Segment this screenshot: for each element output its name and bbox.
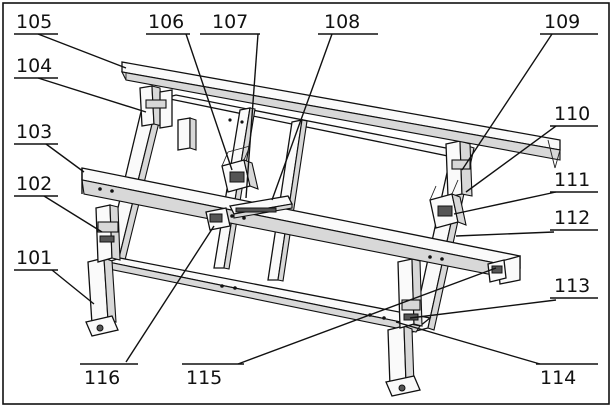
label-105: 105 bbox=[16, 11, 52, 33]
label-101: 101 bbox=[16, 247, 52, 269]
bracket-right-rear bbox=[429, 179, 467, 229]
label-108: 108 bbox=[324, 11, 360, 33]
label-111: 111 bbox=[554, 169, 590, 191]
front-top-beam bbox=[81, 167, 521, 285]
label-102: 102 bbox=[16, 173, 52, 195]
label-104: 104 bbox=[16, 55, 52, 77]
label-107: 107 bbox=[212, 11, 248, 33]
label-106: 106 bbox=[148, 11, 184, 33]
label-109: 109 bbox=[544, 11, 580, 33]
clamp-front bbox=[205, 207, 231, 231]
label-114: 114 bbox=[540, 367, 576, 389]
leg-left-front bbox=[85, 257, 119, 337]
bracket-center-rear bbox=[221, 145, 259, 193]
clamp-right-front bbox=[487, 259, 507, 283]
upright-right-front bbox=[397, 258, 423, 329]
upright-left-rear bbox=[139, 85, 173, 129]
label-113: 113 bbox=[554, 275, 590, 297]
leader-lines bbox=[14, 33, 598, 365]
upright-left-front bbox=[95, 204, 121, 263]
label-116: 116 bbox=[84, 367, 120, 389]
upright-right-rear bbox=[445, 140, 473, 198]
leg-right-front bbox=[385, 325, 421, 397]
label-115: 115 bbox=[186, 367, 222, 389]
label-103: 103 bbox=[16, 121, 52, 143]
leg-left-rear bbox=[177, 117, 197, 151]
label-112: 112 bbox=[554, 207, 590, 229]
rear-top-beam bbox=[121, 61, 561, 169]
label-110: 110 bbox=[554, 103, 590, 125]
sliding-plate bbox=[229, 195, 293, 219]
